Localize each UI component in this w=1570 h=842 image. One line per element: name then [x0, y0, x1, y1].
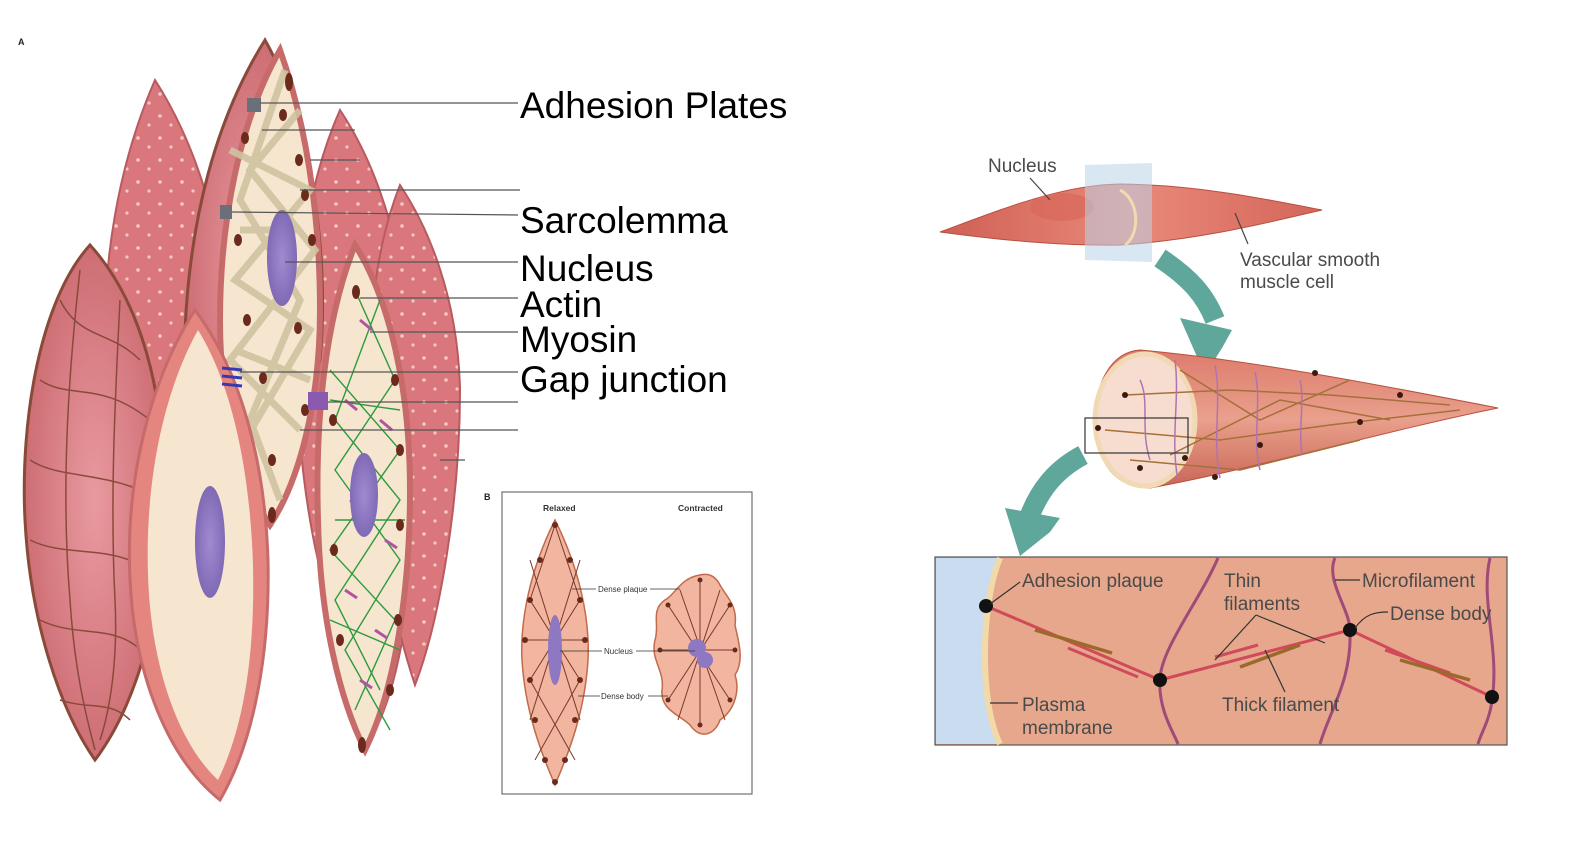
detail-thick-filaments — [1034, 628, 1471, 682]
contracted-title: Contracted — [678, 503, 723, 513]
actin-network-top — [225, 68, 320, 502]
cylinder-microfilaments — [1139, 359, 1303, 481]
label-dense-body: Dense body — [601, 692, 644, 701]
detail-box-bg — [934, 556, 1508, 746]
cut-face-top — [1119, 188, 1138, 247]
relaxed-nucleus — [548, 615, 562, 685]
label-gap-junction: Gap junction — [520, 359, 728, 400]
nucleus-leader — [1029, 177, 1051, 201]
adhesion-plate-marker — [247, 98, 261, 112]
panel-a: A — [18, 37, 787, 803]
label-plasma-1: Plasma — [1022, 695, 1086, 716]
vascular-leader — [1234, 212, 1249, 245]
label-nucleus: Nucleus — [520, 248, 654, 289]
label-vascular-1: Vascular smooth — [1240, 250, 1380, 271]
label-sarcolemma: Sarcolemma — [520, 200, 728, 241]
label-plasma-2: membrane — [1022, 718, 1113, 739]
label-microfilament: Microfilament — [1362, 571, 1476, 592]
cylinder-filaments — [1104, 369, 1461, 471]
contracted-nucleus-b — [697, 652, 713, 668]
vascular-nucleus — [1030, 193, 1094, 221]
panel-b: B Relaxed Contracted — [484, 491, 753, 795]
label-myosin: Myosin — [520, 319, 637, 360]
nucleus-top — [267, 210, 297, 306]
dense-bodies-top — [234, 73, 316, 523]
label-actin: Actin — [520, 284, 602, 325]
label-b-nucleus: Nucleus — [604, 647, 633, 656]
panel-b-letter: B — [484, 492, 491, 502]
gap-junction-front — [221, 366, 243, 388]
right-panel: Nucleus Vascular smooth muscle cell — [934, 156, 1508, 746]
label-thick-filament: Thick filament — [1222, 695, 1340, 716]
detail-dense-bodies — [979, 599, 1499, 704]
cut-plane — [1085, 163, 1152, 262]
label-dense-plaque: Dense plaque — [598, 585, 648, 594]
label-vascular-2: muscle cell — [1240, 272, 1334, 293]
detail-membrane — [982, 556, 1003, 746]
zoom-arrow-2-head — [1005, 508, 1060, 556]
nucleus-right — [350, 453, 378, 537]
label-top-nucleus: Nucleus — [988, 156, 1057, 177]
zoom-arrow-2 — [1020, 446, 1088, 519]
zoom-box — [1084, 417, 1189, 454]
detail-leaders — [989, 579, 1389, 704]
zoom-arrow-1-head — [1180, 318, 1232, 375]
panel-b-leaders — [560, 588, 695, 697]
nucleus-front — [195, 486, 225, 598]
relaxed-dense-bodies — [522, 522, 588, 785]
dense-bodies-right — [329, 285, 404, 753]
leader-lines — [231, 102, 520, 461]
contracted-nucleus-a — [688, 639, 706, 657]
gap-junction-marker — [308, 392, 328, 410]
cylinder-dense-bodies — [1095, 370, 1403, 480]
label-thin-2: filaments — [1224, 594, 1300, 615]
label-thin-1: Thin — [1224, 571, 1261, 592]
zoom-arrow-1 — [1154, 249, 1225, 324]
label-adhesion-plates: Adhesion Plates — [520, 85, 787, 126]
label-adhesion-plaque: Adhesion plaque — [1022, 571, 1164, 592]
label-detail-dense-body: Dense body — [1390, 604, 1492, 625]
panel-a-letter: A — [18, 37, 25, 47]
relaxed-title: Relaxed — [543, 503, 576, 513]
adhesion-plate-marker-2 — [220, 205, 232, 219]
